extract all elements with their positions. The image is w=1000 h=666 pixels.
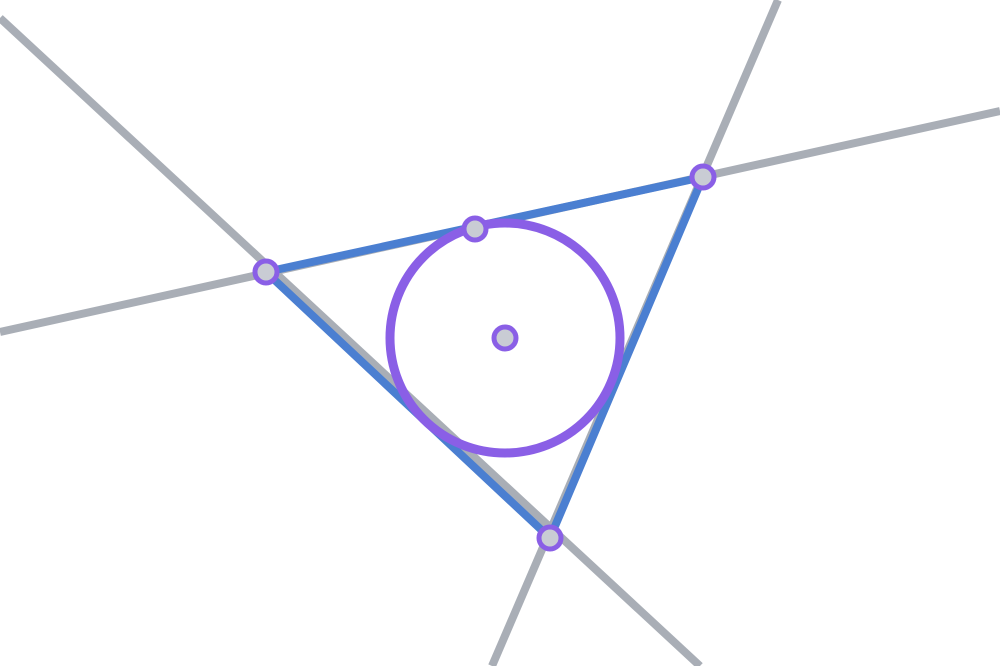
vertex-point-top-right[interactable] [689,163,717,191]
vertex-point-bottom[interactable] [536,524,564,552]
incenter-point[interactable] [491,324,519,352]
vertex-point-left[interactable] [252,258,280,286]
incircle [385,218,625,458]
points [252,163,717,552]
tangent-point-top[interactable] [461,215,489,243]
extension-line-left-bottom [0,15,703,666]
triangle-side-right [546,173,707,542]
